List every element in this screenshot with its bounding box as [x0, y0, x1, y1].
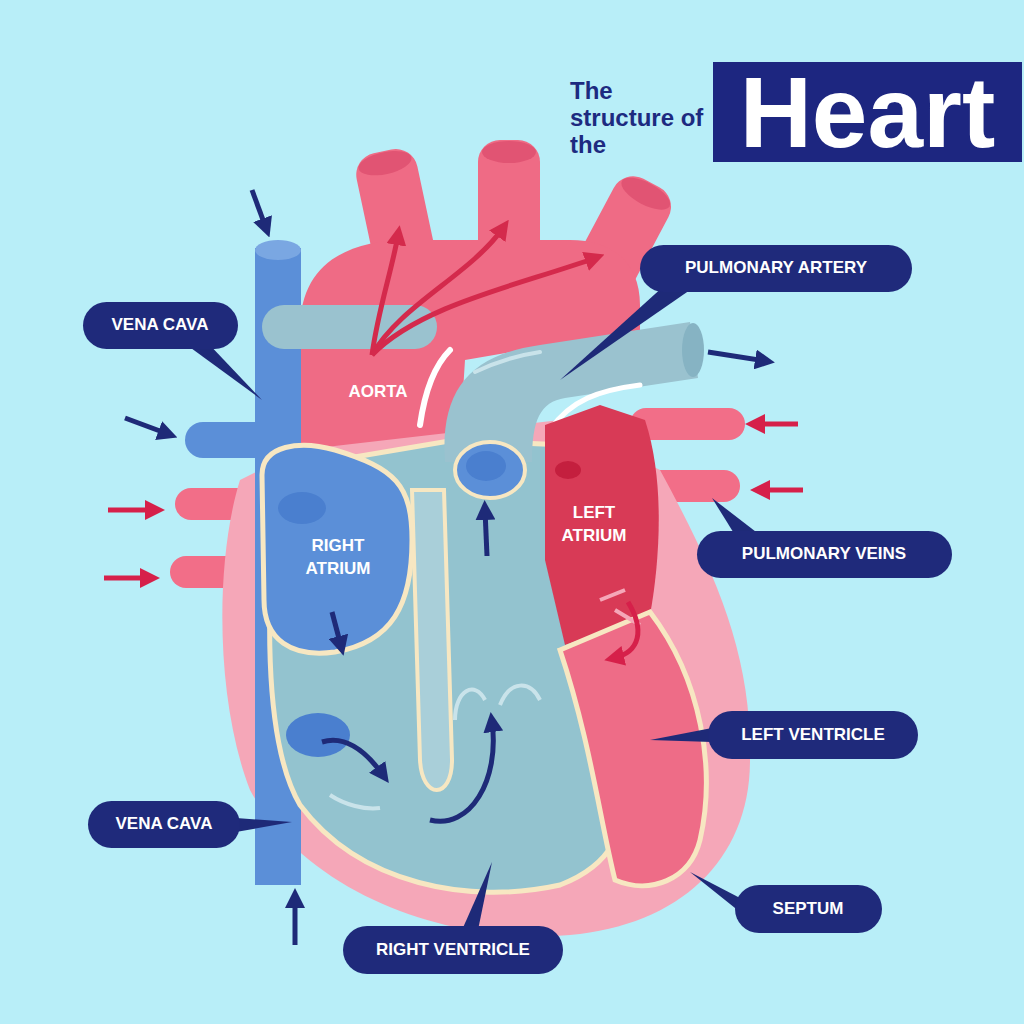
title-word: Heart	[740, 62, 996, 162]
leader-line	[650, 728, 712, 742]
pulmonary-valve	[455, 442, 525, 498]
title-box: Heart	[713, 62, 1022, 162]
callout-pill: VENA CAVA	[83, 302, 238, 349]
callout-pill: LEFT VENTRICLE	[708, 711, 918, 759]
callout-label: LEFT VENTRICLE	[741, 725, 885, 745]
flow-arrow	[108, 508, 155, 513]
aorta-branch-end	[617, 171, 675, 216]
valve-line	[455, 690, 485, 720]
part-label: LEFT ATRIUM	[548, 502, 640, 548]
flow-arrow	[372, 258, 595, 355]
vessel-opening	[555, 461, 581, 479]
callout-label: VENA CAVA	[112, 315, 209, 335]
callout-label: RIGHT VENTRICLE	[376, 940, 530, 960]
highlight	[475, 352, 540, 372]
callout-pill: RIGHT VENTRICLE	[343, 926, 563, 974]
leader-line	[690, 872, 740, 912]
left-ventricle	[560, 612, 706, 886]
part-label: AORTA	[323, 381, 433, 404]
leader-line	[462, 862, 492, 930]
leader-line	[236, 818, 292, 832]
flow-arrow	[708, 352, 765, 361]
pulmonary-artery-end	[682, 323, 704, 377]
tricuspid-valve	[286, 713, 350, 757]
flow-arrow	[322, 740, 383, 775]
leader-line	[712, 498, 760, 535]
flow-arrow	[332, 612, 341, 646]
left-atrium	[545, 405, 659, 645]
heart-outline	[222, 420, 750, 936]
aorta-branch-end	[482, 141, 536, 163]
callout-pill: SEPTUM	[735, 885, 882, 933]
flow-arrow	[614, 602, 638, 658]
callout-pill: VENA CAVA	[88, 801, 240, 848]
leader-line	[180, 340, 262, 400]
vena-cava-end	[255, 240, 301, 260]
flow-arrow	[252, 190, 266, 228]
callout-pill: PULMONARY VEINS	[697, 531, 952, 578]
flow-arrow	[760, 488, 803, 493]
callout-label: PULMONARY VEINS	[742, 544, 906, 564]
aorta-branch-end	[356, 147, 413, 180]
highlight	[420, 350, 450, 425]
leader-line	[560, 285, 690, 380]
valve-line	[330, 795, 380, 808]
vessel-opening	[278, 492, 326, 524]
pulmonary-valve-inner	[466, 451, 506, 481]
septum-band	[412, 490, 452, 790]
part-label: RIGHT ATRIUM	[283, 535, 393, 581]
valve-line	[500, 686, 540, 705]
callout-label: PULMONARY ARTERY	[685, 258, 867, 278]
flow-arrow	[293, 898, 298, 945]
callout-label: SEPTUM	[773, 899, 844, 919]
diagram-title: The structure of the	[570, 78, 708, 159]
flow-arrow	[755, 422, 798, 427]
right-atrium	[262, 445, 412, 653]
callout-pill: PULMONARY ARTERY	[640, 245, 912, 292]
flow-arrow	[125, 418, 168, 434]
flow-arrow	[485, 510, 487, 556]
callout-label: VENA CAVA	[116, 814, 213, 834]
flow-arrow	[104, 576, 150, 581]
flow-arrow	[430, 722, 493, 821]
